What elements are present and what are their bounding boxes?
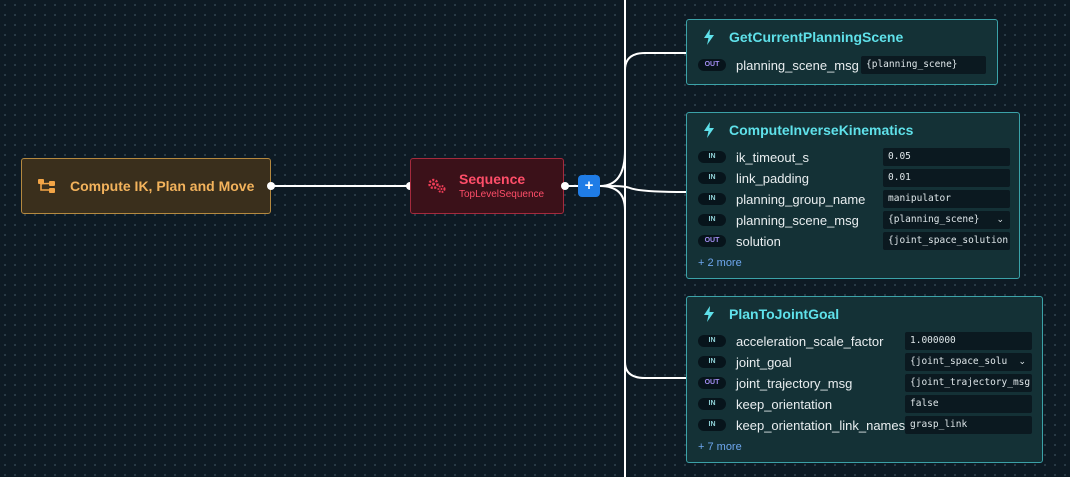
port-row: OUT joint_trajectory_msg [698,374,852,392]
port-direction-badge: OUT [698,235,726,247]
port-direction-badge: IN [698,193,726,205]
port-value-field[interactable]: false [905,395,1032,413]
port-row: IN acceleration_scale_factor [698,332,883,350]
port-direction-badge: IN [698,419,726,431]
port-value-field[interactable]: 1.000000 [905,332,1032,350]
port-row: IN link_padding [698,169,809,187]
port-direction-badge: OUT [698,59,726,71]
add-child-button[interactable]: + [578,175,600,197]
port-row: OUT planning_scene_msg [698,56,859,74]
port-name: planning_scene_msg [736,212,859,228]
action-node-computeinversekinematics[interactable]: ComputeInverseKinematics IN ik_timeout_s… [686,112,1020,279]
action-node-getcurrentplanningscene[interactable]: GetCurrentPlanningScene OUT planning_sce… [686,19,998,85]
sequence-subtitle: TopLevelSequence [459,189,545,200]
lightning-icon [703,306,715,322]
port-row: IN planning_scene_msg [698,211,859,229]
port-value-field[interactable]: {joint_space_solution [883,232,1010,250]
port-value-dropdown[interactable]: {joint_space_solu⌄ [905,353,1032,371]
action-node-plantojointgoal[interactable]: PlanToJointGoal IN acceleration_scale_fa… [686,296,1043,463]
port-name: keep_orientation_link_names [736,417,906,433]
sequence-output-handle[interactable] [561,182,569,190]
lightning-icon [703,122,715,138]
lightning-icon [703,29,715,45]
port-name: joint_goal [736,354,792,370]
port-name: planning_scene_msg [736,57,859,73]
port-row: OUT solution [698,232,781,250]
action-title: ComputeInverseKinematics [729,122,914,138]
port-direction-badge: IN [698,172,726,184]
action-title: GetCurrentPlanningScene [729,29,904,45]
timeline-line [624,0,626,477]
port-row: IN ik_timeout_s [698,148,809,166]
port-direction-badge: IN [698,151,726,163]
edge-to-plantojointgoal [599,185,686,379]
port-value-field[interactable]: {planning_scene} [861,56,986,74]
edge-to-computeinversekinematics [600,185,687,193]
port-direction-badge: IN [698,214,726,226]
port-name: keep_orientation [736,396,833,412]
port-name: acceleration_scale_factor [736,333,884,349]
root-output-handle[interactable] [267,182,275,190]
port-direction-badge: IN [698,335,726,347]
tree-branch-icon [38,179,56,193]
port-value-field[interactable]: 0.01 [883,169,1010,187]
port-name: link_padding [736,170,810,186]
more-ports-link[interactable]: + 2 more [698,257,742,269]
port-row: IN keep_orientation_link_names [698,416,905,434]
root-node[interactable]: Compute IK, Plan and Move [21,158,271,214]
port-direction-badge: IN [698,398,726,410]
chevron-down-icon: ⌄ [996,215,1004,225]
port-direction-badge: IN [698,356,726,368]
more-ports-link[interactable]: + 7 more [698,441,742,453]
port-row: IN joint_goal [698,353,792,371]
port-name: solution [736,233,781,249]
port-name: planning_group_name [736,191,866,207]
port-direction-badge: OUT [698,377,726,389]
port-row: IN keep_orientation [698,395,832,413]
edge-to-getcurrentplanningscene [599,52,686,187]
port-value-field[interactable]: manipulator [883,190,1010,208]
port-row: IN planning_group_name [698,190,865,208]
port-name: joint_trajectory_msg [736,375,853,391]
root-node-title: Compute IK, Plan and Move [70,178,255,194]
port-value-field[interactable]: {joint_trajectory_msg [905,374,1032,392]
port-name: ik_timeout_s [736,149,809,165]
chevron-down-icon: ⌄ [1018,357,1026,367]
sequence-title: Sequence [459,171,526,187]
action-title: PlanToJointGoal [729,306,840,322]
port-value-field[interactable]: grasp_link [905,416,1032,434]
gears-icon [427,178,447,194]
port-value-dropdown[interactable]: {planning_scene}⌄ [883,211,1010,229]
sequence-node[interactable]: Sequence TopLevelSequence [410,158,564,214]
port-value-field[interactable]: 0.05 [883,148,1010,166]
